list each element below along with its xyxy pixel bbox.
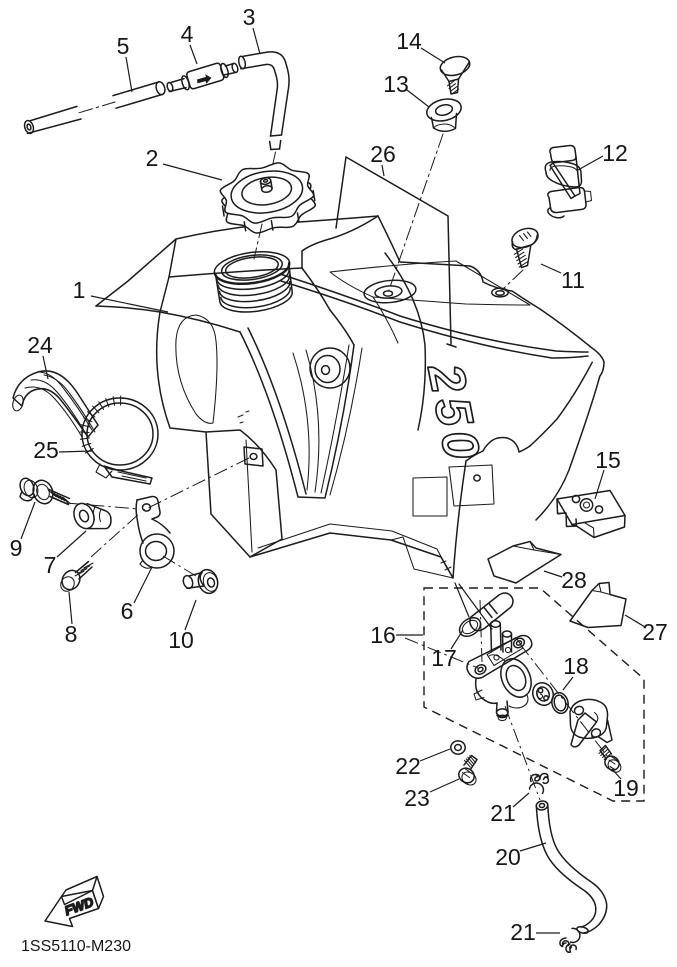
part-13-grommet (388, 98, 462, 291)
part-11-bolt (501, 227, 539, 291)
callout-3: 3 (243, 4, 256, 30)
axis-lines (65, 457, 609, 801)
callout-labels: 1 2 3 4 5 6 7 8 9 10 11 12 13 14 15 16 1… (10, 4, 668, 945)
part-21-clip-lower (559, 927, 581, 953)
tank-decal-250: 250 (417, 358, 492, 469)
part-2-fuel-cap (219, 151, 316, 260)
part-22-washer (450, 740, 466, 755)
diagram-code: 1SS5110-M230 (21, 938, 131, 955)
part-1-fuel-tank: 250 (95, 215, 605, 579)
callout-5: 5 (117, 33, 130, 59)
callout-16: 16 (370, 622, 396, 648)
part-16-fuel-cock-group-box (423, 587, 645, 802)
callout-28: 28 (561, 567, 587, 593)
callout-19: 19 (613, 775, 639, 801)
part-4-check-valve (166, 62, 239, 93)
part-5-breather-hose (23, 81, 166, 135)
callout-8: 8 (65, 621, 78, 647)
callout-20: 20 (495, 844, 521, 870)
part-10-bushing (182, 568, 219, 595)
callout-27: 27 (642, 619, 668, 645)
callout-6: 6 (121, 598, 134, 624)
part-6-bracket (135, 495, 175, 569)
callout-2: 2 (146, 145, 159, 171)
part-19-screw (598, 744, 622, 773)
callout-18: 18 (563, 653, 589, 679)
part-24-guard (12, 370, 99, 438)
fwd-arrow: FWD (44, 875, 105, 928)
part-23-screw (458, 754, 478, 786)
part-27-damper-plate (569, 581, 627, 629)
callout-1: 1 (73, 277, 86, 303)
callout-11: 11 (561, 267, 585, 293)
leader-lines (20, 27, 646, 934)
callout-24: 24 (27, 332, 53, 358)
part-12-clip (544, 144, 593, 219)
part-9-bolt-washer (19, 477, 71, 506)
part-21-clip-upper (528, 772, 550, 795)
callout-14: 14 (396, 28, 422, 54)
callout-10: 10 (168, 627, 194, 653)
callout-13: 13 (383, 71, 409, 97)
callout-21: 21 (490, 800, 516, 826)
part-14-screw (439, 55, 471, 95)
callout-23: 23 (404, 785, 430, 811)
callout-26: 26 (370, 141, 396, 167)
part-8-flange-bolt (60, 560, 94, 592)
part-28-damper-plate (487, 540, 562, 584)
part-15-stay (556, 489, 626, 539)
fuel-cock-assembly (454, 582, 613, 748)
part-3-breather-pipe (237, 51, 290, 151)
part-25-band (79, 395, 159, 485)
callout-15: 15 (595, 447, 621, 473)
callout-12: 12 (602, 140, 628, 166)
callout-22: 22 (395, 753, 421, 779)
part-26-graphic-panel (335, 156, 457, 348)
callout-25: 25 (33, 437, 59, 463)
part-20-fuel-hose (535, 800, 608, 935)
callout-9: 9 (10, 535, 23, 561)
callout-21b: 21 (510, 919, 536, 945)
callout-7: 7 (44, 552, 57, 578)
callout-4: 4 (181, 21, 194, 47)
part-17-strainer (458, 592, 514, 638)
callout-17: 17 (431, 645, 457, 671)
